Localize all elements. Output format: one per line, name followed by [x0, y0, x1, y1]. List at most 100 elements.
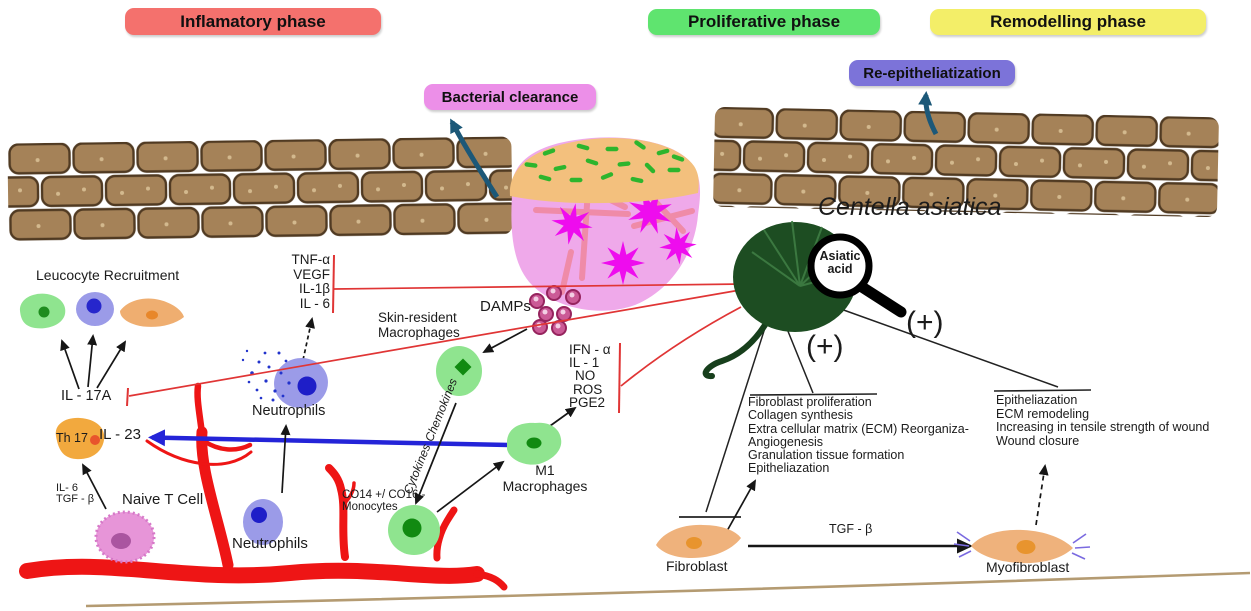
monocytes-line2: Monocytes [342, 500, 398, 513]
badge-re-epithelialization: Re-epitheliatization [849, 60, 1015, 86]
tnf-item: IL-1β [298, 281, 330, 297]
proliferative-effect: Epitheliazation [748, 461, 830, 476]
leaf-inhibits-il17a [128, 288, 747, 397]
reepithelialization-arrow [918, 91, 939, 136]
tgfb-arrow-label: TGF - β [829, 522, 873, 536]
arrows [60, 317, 1049, 554]
remodelling-effect: Increasing in tensile strength of wound [996, 420, 1210, 434]
monocytes-line1: CO14 +/ CO16 - [342, 489, 426, 501]
proliferative-effect: Fibroblast proliferation [748, 395, 872, 409]
leaf-connector-lines [679, 305, 1092, 518]
m1-macrophage-cell [507, 422, 562, 465]
leucocyte-orange-cell [120, 298, 184, 327]
skin-resident-line1: Skin-resident [378, 310, 457, 325]
fibroblast-cell [656, 524, 741, 558]
ifn-mediator-list: IFN - α IL - 1 NO ROS PGE2 [569, 342, 611, 410]
proliferative-effect: Angiogenesis [748, 434, 824, 449]
naive-t-cell [94, 510, 156, 564]
arrow-macrophage-to-monocytes [414, 402, 457, 505]
proliferative-effects-list: Fibroblast proliferation Collagen synthe… [748, 395, 969, 476]
scab [509, 138, 699, 204]
bacterial-clearance-arrow [449, 118, 500, 199]
il23-arrow [148, 429, 513, 448]
inhibition-lines [126, 254, 747, 414]
arrow-il17a-to-orange-cell [96, 340, 127, 389]
il17a-label: IL - 17A [61, 388, 112, 404]
asiatic-acid-label: Asiatic acid [812, 250, 868, 276]
asiatic-acid-line2: acid [827, 262, 853, 276]
proliferative-effect: Collagen synthesis [748, 408, 853, 423]
m1-macrophages-label: M1 Macrophages [500, 462, 590, 494]
myofibroblast-label: Myofibroblast [986, 559, 1070, 575]
il6-line: IL- 6 [56, 482, 79, 494]
plus-sign-left: (+) [806, 330, 844, 363]
arrow-damps-to-macrophage [482, 328, 528, 353]
arrow-il17a-to-blue-cell [87, 334, 98, 388]
re-epithelialization-text: Re-epitheliatization [863, 64, 1001, 82]
fibroblast-label: Fibroblast [666, 558, 728, 574]
arrow-myofibroblast-to-effects [1035, 464, 1049, 526]
skin-epidermis-right [713, 106, 1219, 218]
ifn-item: IFN - α [569, 342, 611, 357]
myofibroblast-filaments [953, 531, 1091, 560]
remodelling-effect: Epitheliazation [996, 393, 1078, 407]
neutrophil-lower-cell [243, 499, 283, 545]
phase-label-inflammatory: Inflamatory phase [125, 8, 381, 35]
neutrophil-upper-cell [241, 349, 328, 409]
tnf-item: VEGF [293, 266, 330, 282]
cells [19, 285, 1091, 564]
proliferative-effect: Granulation tissue formation [748, 448, 905, 463]
phase-remodelling-text: Remodelling phase [990, 12, 1146, 31]
remodelling-effects-overline [993, 389, 1092, 392]
th17-label: Th 17 [56, 431, 88, 445]
ifn-item: IL - 1 [569, 355, 600, 371]
tnf-cytokine-list: TNF-α VEGF IL-1β IL - 6 [252, 252, 330, 311]
arrow-neutrophil-up [280, 424, 291, 494]
leucocyte-blue-cell [76, 292, 114, 326]
magnifier-icon [807, 233, 907, 318]
il6-tgfb-label: IL- 6 TGF - β [56, 483, 94, 504]
neutrophils-upper-label: Neutrophils [252, 403, 326, 419]
leaf-inhibits-tnf-list [333, 283, 745, 290]
m1-line1: M1 [535, 462, 555, 478]
th17-cell [55, 417, 105, 460]
phase-inflammatory-text: Inflamatory phase [180, 11, 326, 31]
skin-epidermis-left [7, 136, 513, 242]
arrow-il17a-to-green-cell [60, 339, 80, 390]
asiatic-acid-line1: Asiatic [819, 249, 861, 263]
plus-sign-right: (+) [906, 306, 944, 339]
ifn-item: PGE2 [569, 394, 606, 410]
tnf-item: TNF-α [291, 252, 330, 267]
phase-label-remodelling: Remodelling phase [930, 9, 1206, 35]
leucocyte-green-cell [19, 293, 66, 329]
centella-asiatica-title: Centella asiatica [818, 193, 1002, 221]
leaf-to-fibroblast-inhibition [705, 305, 773, 513]
phase-proliferative-text: Proliferative phase [687, 12, 841, 31]
tnf-item: IL - 6 [299, 295, 330, 311]
neutrophils-lower-label: Neutrophils [232, 535, 308, 552]
ifn-item: ROS [573, 381, 603, 397]
myofibroblast-cell [953, 529, 1091, 564]
m1-line2: Macrophages [502, 478, 588, 494]
remodelling-effects-list: Epitheliazation ECM remodeling Increasin… [996, 393, 1210, 448]
leaf-stem [702, 322, 768, 380]
naive-t-cell-label: Naive T Cell [122, 491, 204, 508]
remodelling-effect: ECM remodeling [996, 406, 1090, 421]
skin-resident-line2: Macrophages [378, 324, 460, 340]
arrow-monocyte-to-m1 [436, 460, 505, 513]
bacterial-clearance-text: Bacterial clearance [441, 88, 579, 106]
dermis-baseline [85, 571, 1251, 608]
blood-vessel [19, 382, 508, 591]
damps-particles [529, 285, 581, 336]
phase-label-proliferative: Proliferative phase [648, 9, 880, 35]
ifn-item: NO [575, 368, 596, 384]
proliferative-effect: Extra cellular matrix (ECM) Reorganiza- [748, 421, 969, 436]
badge-bacterial-clearance: Bacterial clearance [424, 84, 596, 110]
monocyte-cell [388, 505, 440, 555]
leucocyte-recruitment-label: Leucocyte Recruitment [36, 267, 180, 283]
il23-label: IL - 23 [99, 426, 141, 443]
skin-resident-macrophages-label: Skin-resident Macrophages [378, 310, 460, 340]
skin-resident-macrophage-cell [436, 346, 482, 396]
